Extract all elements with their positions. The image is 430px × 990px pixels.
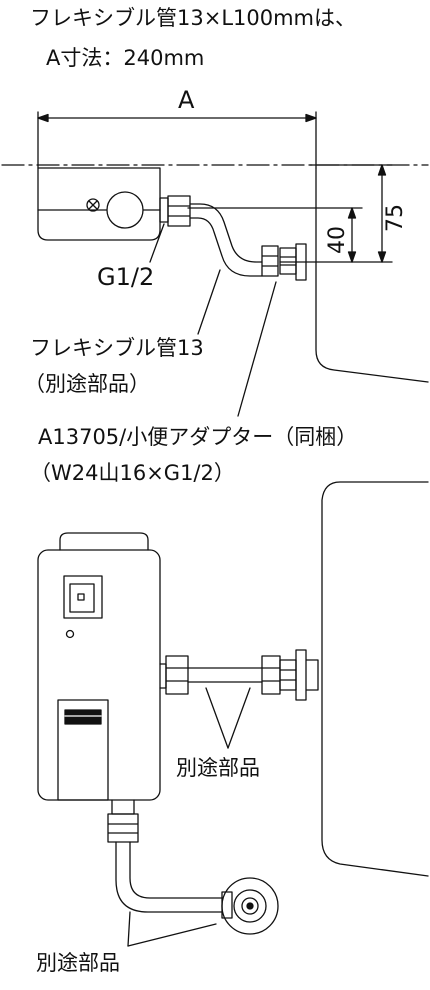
dimension-40: [187, 207, 363, 263]
flex-pipe-top: [159, 195, 307, 281]
flush-device-front-view: [37, 532, 161, 801]
dim-a-text: A: [178, 86, 195, 114]
flex-pipe-front: [159, 649, 319, 701]
flush-device-top-view: [37, 167, 161, 241]
urinal-outline-front: [321, 481, 429, 877]
dimension-75: [279, 164, 393, 263]
separate-parts-label-1: 別途部品: [176, 756, 260, 780]
leader-lines-top: [149, 223, 277, 417]
thread-label-g12: G1/2: [97, 263, 155, 291]
dim-75-text: 75: [383, 204, 408, 232]
dim-40-text: 40: [325, 226, 350, 254]
adapter-model-label: A13705/小便アダプター（同梱）: [38, 425, 358, 449]
separate-parts-paren-label: （別途部品）: [24, 372, 150, 396]
screw-icon: [86, 198, 100, 212]
leader-lines-bottom: [127, 687, 251, 947]
dimension-a: [37, 111, 317, 169]
note-line-2: A寸法：240mm: [46, 46, 205, 70]
urinal-outline-top: [315, 167, 429, 383]
note-line-1: フレキシブル管13×L100mmは、: [30, 6, 357, 30]
flex-pipe-bottom: [107, 799, 279, 935]
flex-pipe-label: フレキシブル管13: [30, 336, 204, 360]
separate-parts-label-2: 別途部品: [36, 951, 120, 975]
sensor-window-icon: [77, 593, 85, 601]
adapter-thread-label: （W24山16×G1/2）: [30, 461, 235, 485]
